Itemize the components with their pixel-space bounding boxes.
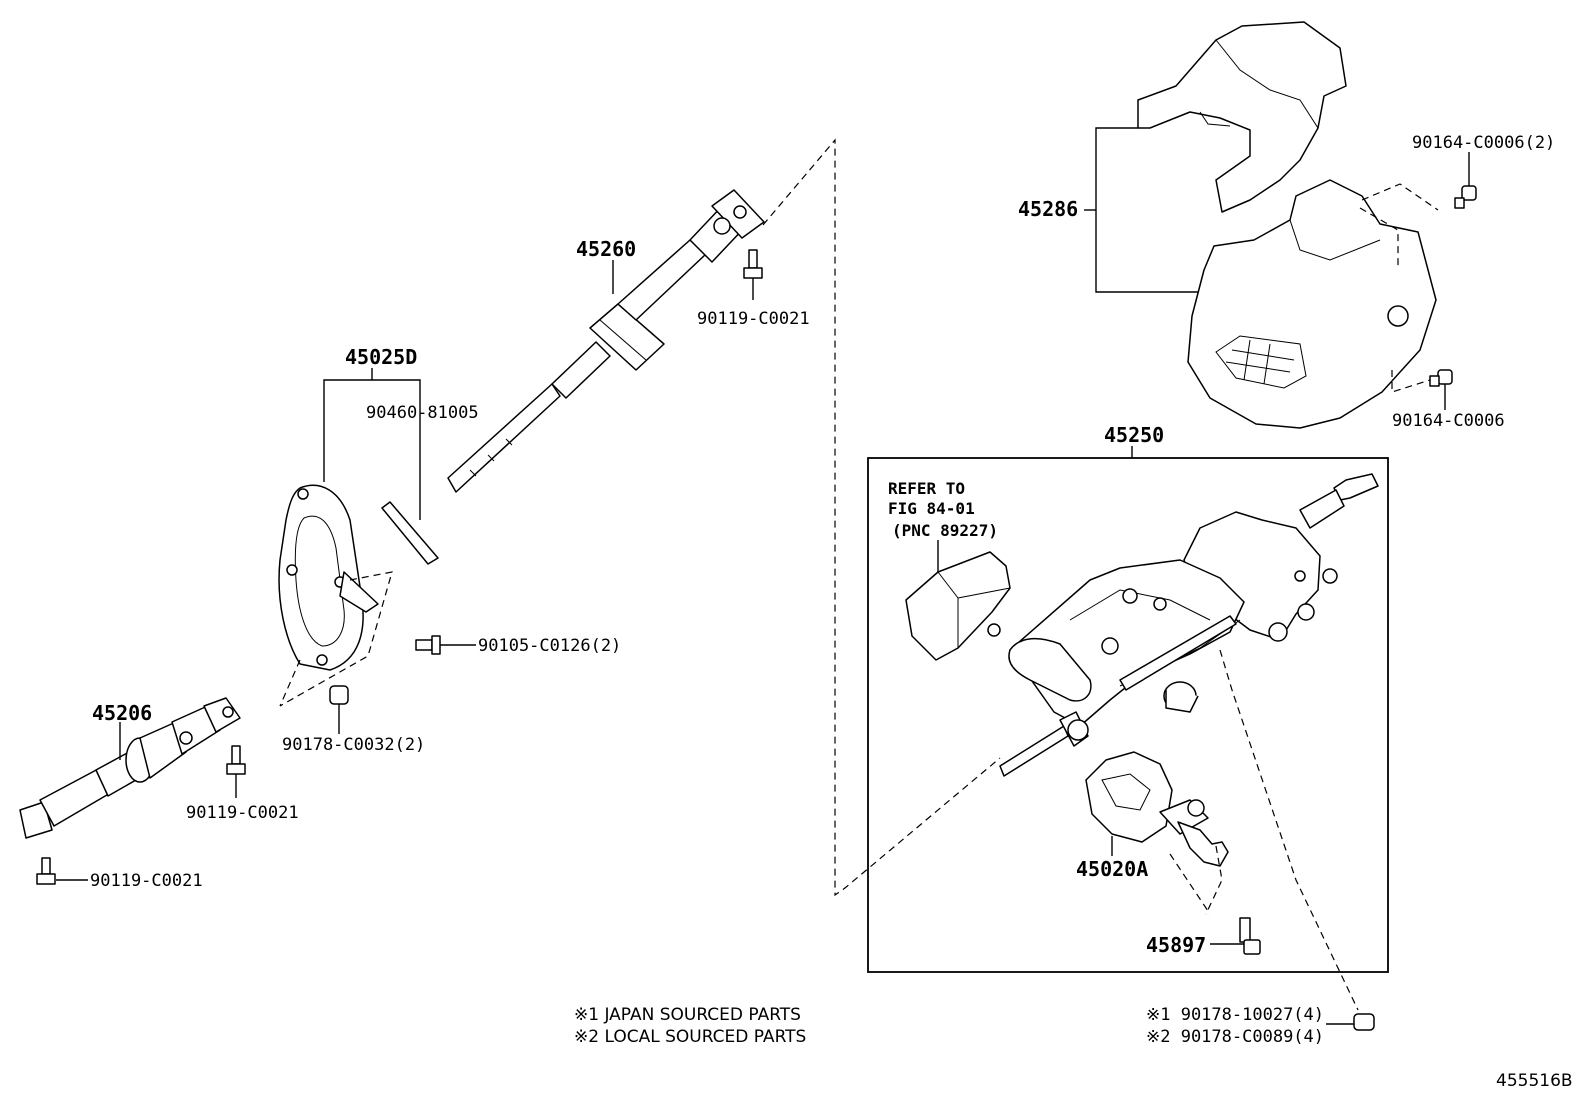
label-90119-c0021-middle: 90119-C0021 bbox=[186, 803, 299, 823]
label-90164-c0006-2: 90164-C0006(2) bbox=[1412, 133, 1555, 153]
refer-to-line3: (PNC 89227) bbox=[892, 521, 998, 540]
label-90119-c0021-lower: 90119-C0021 bbox=[90, 871, 203, 891]
label-90105-c0126: 90105-C0126(2) bbox=[478, 636, 621, 656]
switch-bracket bbox=[905, 551, 1011, 661]
label-45260: 45260 bbox=[576, 237, 636, 261]
steering-lock-45020a bbox=[1085, 751, 1229, 867]
label-45897: 45897 bbox=[1146, 933, 1206, 957]
label-90119-c0021-upper: 90119-C0021 bbox=[697, 309, 810, 329]
label-90178-c0032: 90178-C0032(2) bbox=[282, 735, 425, 755]
bolt-45897 bbox=[1210, 917, 1261, 955]
nut-90178 bbox=[1326, 1013, 1375, 1031]
label-45206: 45206 bbox=[92, 701, 152, 725]
label-90460-81005: 90460-81005 bbox=[366, 403, 479, 423]
refer-to-line1: REFER TO bbox=[888, 479, 965, 498]
refer-to-line2: FIG 84-01 bbox=[888, 499, 975, 518]
lower-shaft-45206 bbox=[19, 697, 241, 839]
bolt-90105 bbox=[415, 635, 476, 655]
note-japan-sourced: ※1 JAPAN SOURCED PARTS bbox=[574, 1005, 801, 1025]
label-90164-c0006: 90164-C0006 bbox=[1392, 411, 1505, 431]
cover-assembly-45025d bbox=[278, 368, 439, 707]
steering-column-body bbox=[999, 473, 1379, 777]
column-cover-45286 bbox=[1084, 21, 1439, 429]
bolt-90119-middle bbox=[226, 745, 246, 798]
figure-id: 455516B bbox=[1496, 1071, 1573, 1091]
label-90178-10027: ※1 90178-10027(4) bbox=[1146, 1005, 1324, 1025]
label-45250: 45250 bbox=[1104, 423, 1164, 447]
screw-90164-lower bbox=[1429, 369, 1453, 410]
column-assembly-frame bbox=[867, 457, 1389, 973]
bolt-90119-upper bbox=[743, 249, 763, 300]
label-90178-c0089: ※2 90178-C0089(4) bbox=[1146, 1027, 1324, 1047]
nut-90178-c0032 bbox=[329, 685, 349, 734]
note-local-sourced: ※2 LOCAL SOURCED PARTS bbox=[574, 1027, 806, 1047]
label-45286: 45286 bbox=[1018, 197, 1078, 221]
intermediate-shaft-45260 bbox=[447, 138, 1001, 897]
screw-90164-upper bbox=[1454, 152, 1477, 209]
label-45025d: 45025D bbox=[345, 345, 417, 369]
bolt-90119-lower bbox=[36, 857, 88, 885]
label-45020a: 45020A bbox=[1076, 857, 1148, 881]
